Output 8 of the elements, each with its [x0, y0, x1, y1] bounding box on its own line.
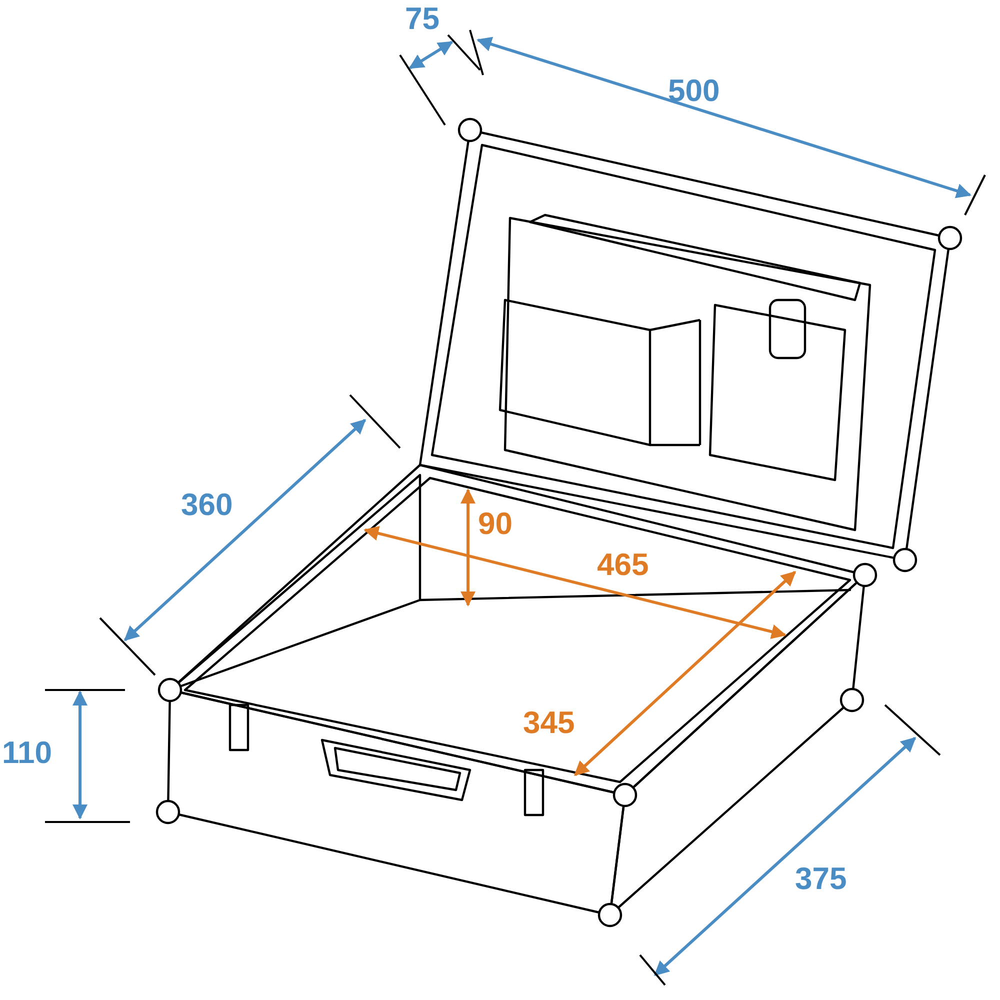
dimension-label: 465 — [597, 548, 649, 582]
dimension-label: 345 — [523, 706, 575, 740]
dimension-label: 360 — [181, 488, 233, 522]
dimension-label: 500 — [668, 74, 720, 108]
dimension-label: 75 — [405, 2, 440, 36]
dimension-label: 375 — [795, 862, 847, 896]
dimension-label: 110 — [2, 736, 52, 770]
dimension-label: 90 — [478, 507, 512, 541]
